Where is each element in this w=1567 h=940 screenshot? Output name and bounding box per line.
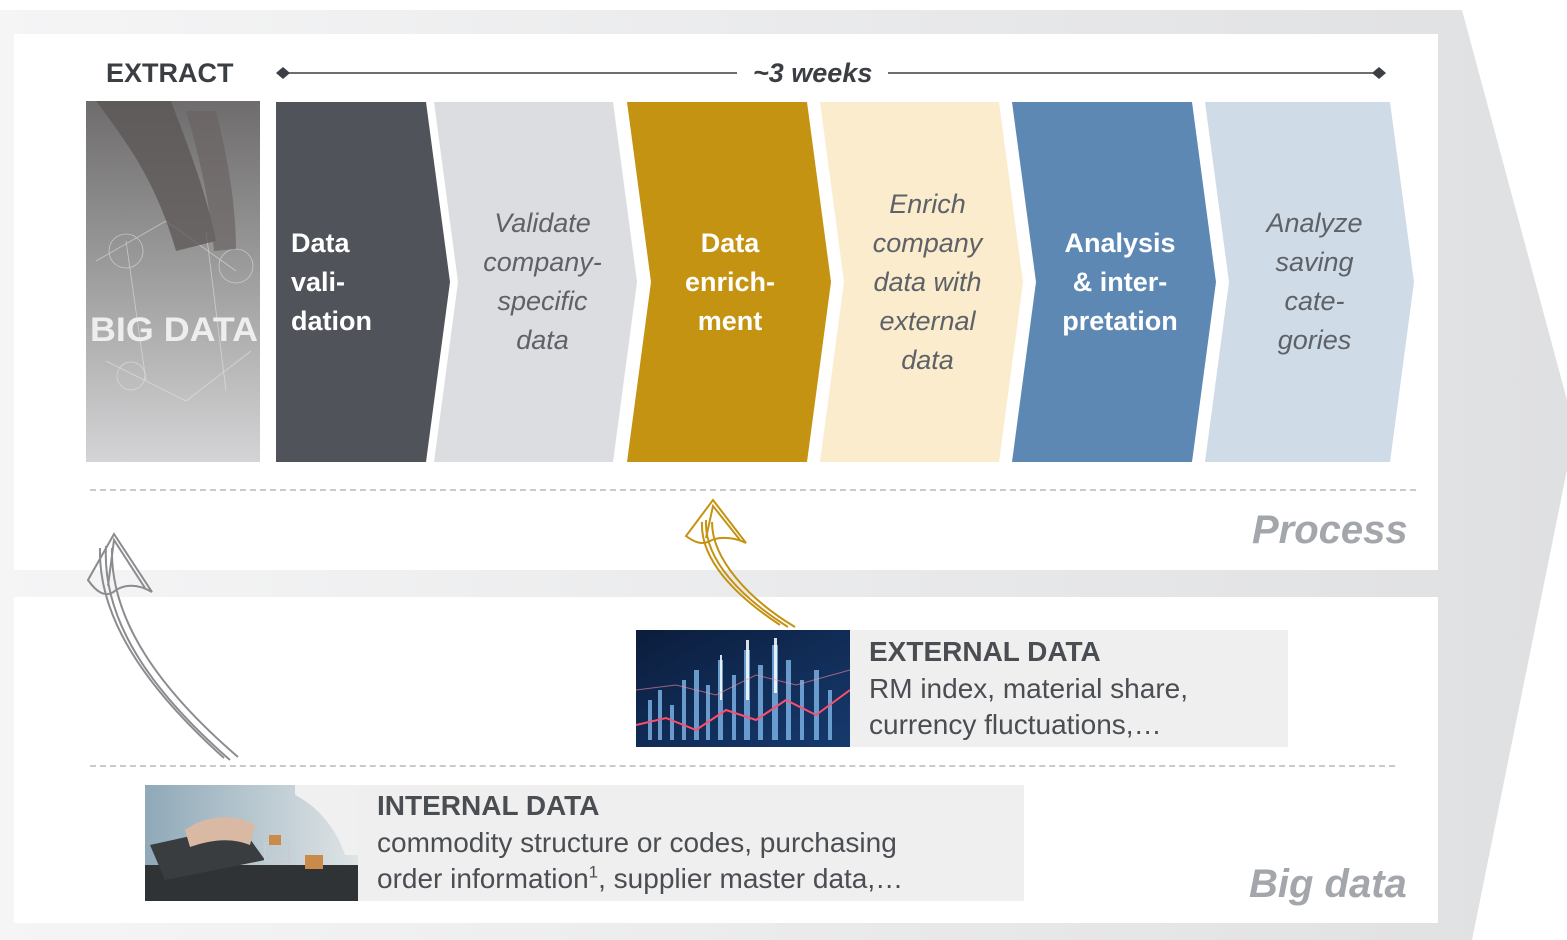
- step-analysis-title: Analysis & inter- pretation: [1062, 227, 1178, 336]
- chevron-data-enrichment: [627, 102, 831, 462]
- footnote-marker: 1: [588, 862, 599, 882]
- step-validate-description: Validate company- specific data: [483, 208, 602, 355]
- external-data-title: EXTERNAL DATA: [869, 636, 1101, 667]
- chevron-analyze-desc: [1205, 102, 1414, 462]
- process-divider: [90, 489, 1416, 491]
- internal-data-text: commodity structure or codes, purchasing…: [377, 825, 903, 897]
- chevron-validate-desc: [434, 102, 637, 462]
- chevron-data-validation: [276, 102, 450, 462]
- internal-data-line: commodity structure or codes, purchasing: [377, 827, 897, 858]
- internal-data-laptop-image: [145, 785, 358, 901]
- big-data-section-label: Big data: [1249, 862, 1407, 906]
- step-data-validation-title: Data vali- dation: [291, 227, 372, 336]
- internal-data-card: INTERNAL DATA commodity structure or cod…: [145, 785, 1024, 901]
- chevron-enrich-desc: [820, 102, 1023, 462]
- timeline-end-marker: [1372, 67, 1386, 79]
- chevron-analysis: [1012, 102, 1216, 462]
- internal-data-line: order information1, supplier master data…: [377, 861, 903, 897]
- external-data-line: currency fluctuations,…: [869, 709, 1162, 740]
- step-analyze-description: Analyze saving cate- gories: [1266, 208, 1363, 355]
- step-enrich-description: Enrich company data with external data: [872, 188, 983, 375]
- external-data-line: RM index, material share,: [869, 673, 1189, 704]
- big-data-divider: [90, 765, 1395, 767]
- big-data-image-text: BIG DATA: [90, 311, 258, 349]
- step-data-enrichment-title: Data enrich- ment: [684, 227, 776, 336]
- duration-label: ~3 weeks: [737, 58, 889, 89]
- extract-label: EXTRACT: [106, 58, 234, 88]
- external-data-text: RM index, material share, currency fluct…: [869, 671, 1188, 743]
- process-chevrons: [276, 102, 1414, 462]
- external-data-chart-image: [636, 630, 850, 747]
- internal-data-title: INTERNAL DATA: [377, 790, 600, 821]
- big-data-image: BIG DATA: [86, 101, 260, 462]
- internal-data-line-end: , supplier master data,…: [598, 863, 904, 894]
- timeline-start-marker: [276, 67, 290, 79]
- external-data-card: EXTERNAL DATA RM index, material share, …: [636, 630, 1288, 747]
- internal-data-line-text: order information: [377, 863, 589, 894]
- process-section-label: Process: [1252, 508, 1408, 552]
